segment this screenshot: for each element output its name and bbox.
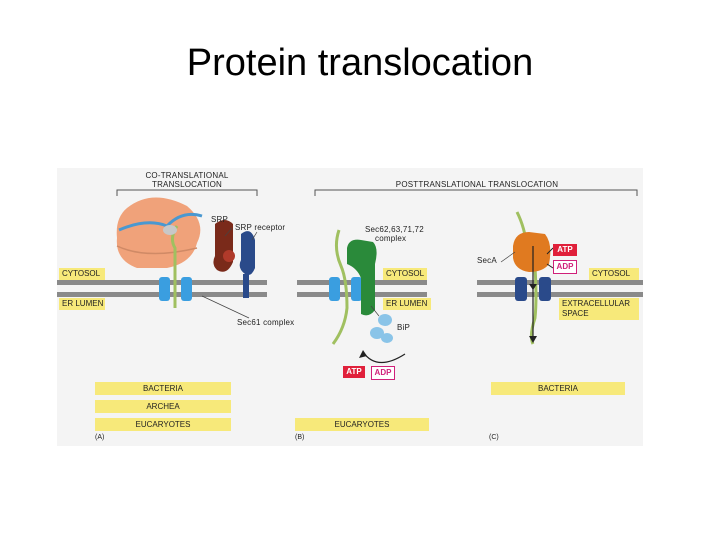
cytosol-label-c: CYTOSOL [589, 268, 639, 280]
panel-letter-b: (B) [295, 434, 305, 441]
panel-letter-a: (A) [95, 434, 105, 441]
nascent-chain-c [515, 211, 538, 345]
srp [213, 220, 235, 272]
srp-receptor-label: SRP receptor [235, 223, 286, 232]
srp-receptor [239, 231, 255, 298]
sec61-translocon-a [159, 277, 192, 301]
seca-label: SecA [477, 256, 497, 265]
bip-label: BiP [397, 323, 411, 332]
organism-b-eucaryotes: EUCARYOTES [295, 418, 429, 431]
adp-tag-c: ADP [553, 260, 577, 274]
srp-label: SRP [211, 215, 229, 224]
panel-b-header: POSTTRANSLATIONAL TRANSLOCATION [395, 180, 559, 189]
er-lumen-label-b: ER LUMEN [383, 298, 431, 310]
seca [513, 232, 551, 272]
sec61-label: Sec61 complex [237, 318, 295, 327]
bip-cycle-arrow [362, 351, 406, 364]
peptidyl-site [163, 225, 177, 235]
atp-tag-c: ATP [553, 244, 577, 256]
bip [370, 314, 393, 343]
panel-a-header-line1: CO-TRANSLATIONAL [145, 171, 229, 180]
extracellular-line2: SPACE [562, 309, 589, 318]
er-lumen-label-a: ER LUMEN [59, 298, 105, 310]
slide-title: Protein translocation [186, 42, 534, 84]
sec-complex-line2: complex [375, 234, 407, 243]
atp-tag-b: ATP [343, 366, 365, 378]
panel-letter-c: (C) [489, 434, 499, 441]
sec-complex-line1: Sec62,63,71,72 [365, 225, 424, 234]
extracellular-label: EXTRACELLULAR SPACE [559, 298, 639, 320]
header-bracket-a [116, 189, 258, 196]
figure-artwork [57, 189, 643, 364]
organism-c-bacteria: BACTERIA [491, 382, 625, 395]
organism-a-bacteria: BACTERIA [95, 382, 231, 395]
extracellular-line1: EXTRACELLULAR [562, 299, 631, 308]
sec61-translocon-b [329, 277, 362, 301]
header-bracket-b [314, 189, 638, 196]
cytosol-label-b: CYTOSOL [383, 268, 427, 280]
secyeg-translocon [515, 277, 551, 301]
ribosome [116, 197, 201, 268]
translocation-figure: CO-TRANSLATIONAL TRANSLOCATION POSTTRANS… [57, 168, 643, 446]
nascent-chain-b [331, 229, 349, 345]
panel-a-header-line2: TRANSLOCATION [151, 180, 222, 189]
membrane-c [477, 280, 643, 297]
sec62-63-complex [347, 239, 377, 316]
organism-a-eucaryotes: EUCARYOTES [95, 418, 231, 431]
cytosol-label-a: CYTOSOL [59, 268, 105, 280]
organism-a-archea: ARCHEA [95, 400, 231, 413]
adp-tag-b: ADP [371, 366, 395, 380]
